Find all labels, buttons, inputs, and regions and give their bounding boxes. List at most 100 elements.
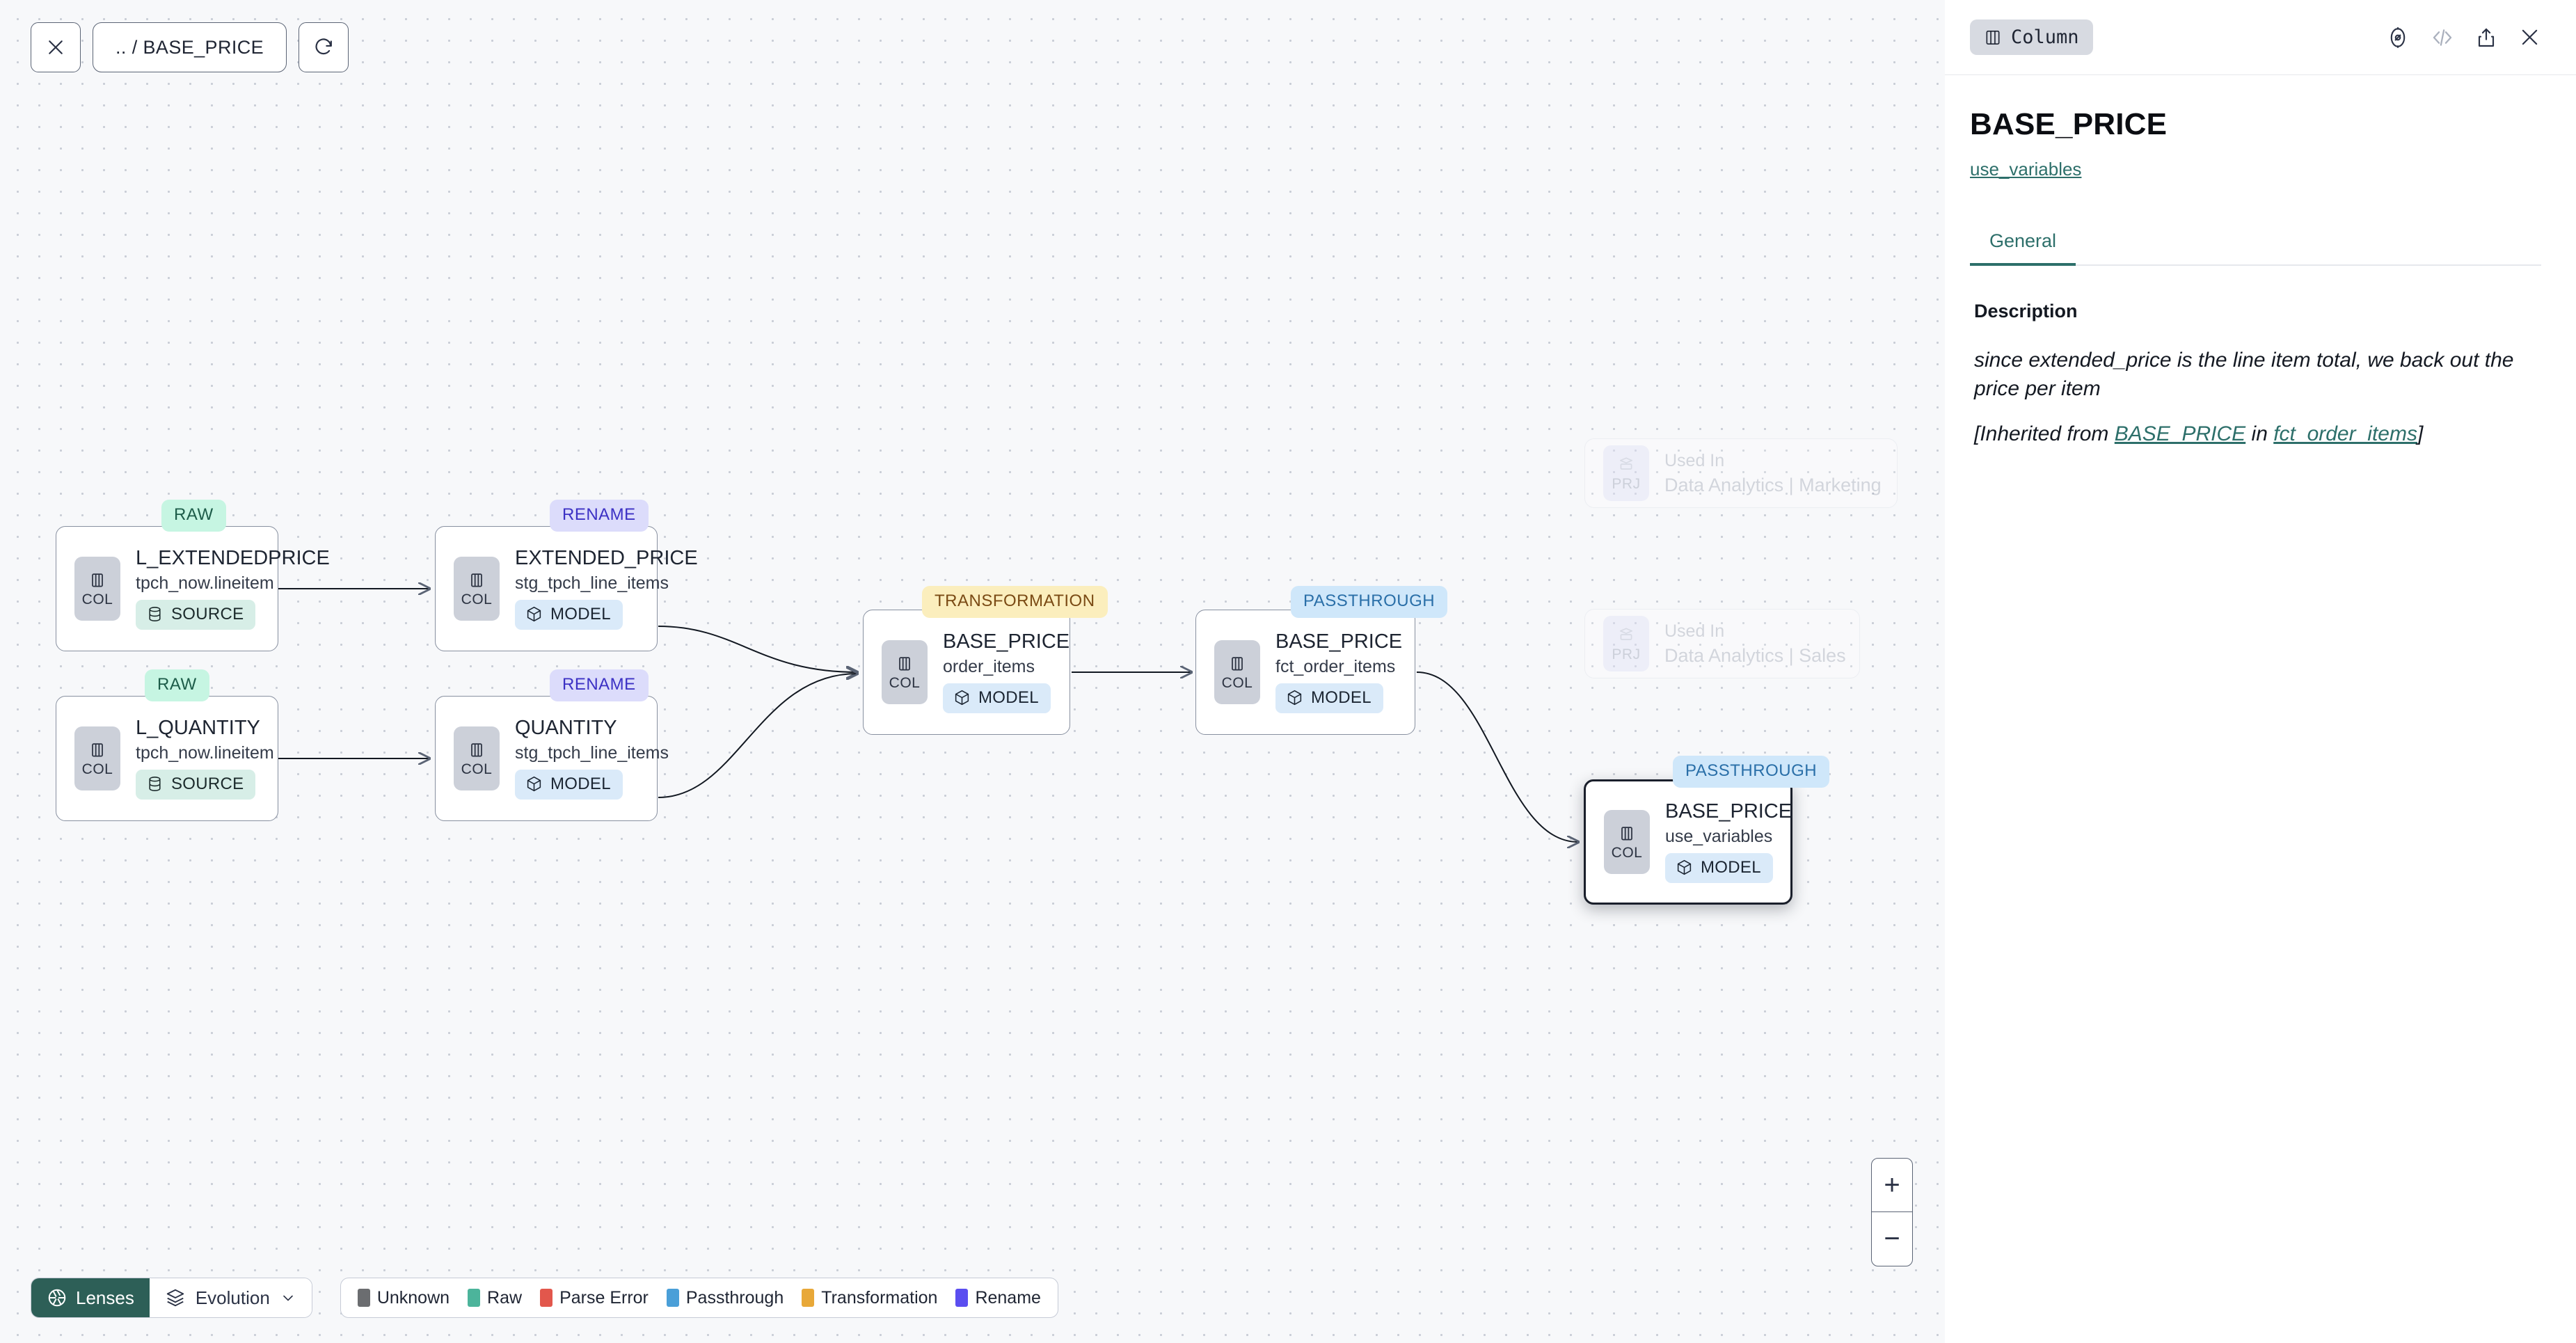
legend-swatch [468,1289,481,1307]
cube-icon [527,607,541,622]
refresh-icon[interactable] [299,22,349,72]
legend-item[interactable]: Parse Error [540,1288,649,1308]
panel-header-actions [2386,26,2541,49]
close-icon[interactable] [2518,26,2541,49]
details-panel: Column [1945,0,2576,1343]
used-in-project-name: Data Analytics | Marketing [1664,474,1882,495]
used-in-project-name: Data Analytics | Sales [1664,644,1846,666]
description-text: since extended_price is the line item to… [1974,348,2514,400]
edge-n4-n5 [658,674,857,798]
panel-header: Column [1945,0,2576,75]
node-kind-badge: PASSTHROUGH [1291,586,1448,618]
column-icon-box: COL [454,557,500,621]
node-title: L_EXTENDEDPRICE [136,547,330,570]
legend-item[interactable]: Passthrough [666,1287,784,1308]
inherited-mid: in [2245,422,2274,446]
breadcrumb[interactable]: .. / BASE_PRICE [93,22,287,72]
legend-swatch [802,1289,815,1307]
node-type-chip-label: MODEL [550,774,611,793]
lenses-group: Lenses Evolution [31,1278,312,1318]
column-icon-box: COL [1214,640,1260,704]
code-icon[interactable] [2431,26,2454,49]
node-subtitle: use_variables [1665,826,1773,846]
used-in-node[interactable]: PRJ Used In Data Analytics | Marketing [1584,438,1898,508]
column-icon [471,573,482,587]
node-title: EXTENDED_PRICE [515,547,698,570]
node-subtitle: tpch_now.lineitem [136,573,274,593]
legend-item[interactable]: Raw [468,1288,522,1308]
column-icon-box: COL [74,726,120,790]
compass-icon[interactable] [2386,26,2410,49]
close-icon[interactable] [31,22,81,72]
project-icon-label: PRJ [1612,475,1641,492]
legend-item[interactable]: Unknown [357,1288,450,1308]
project-icon [1619,627,1633,640]
legend-label: Rename [975,1287,1041,1308]
node-type-chip: MODEL [515,769,623,800]
description-label: Description [1974,300,2078,321]
used-in-node[interactable]: PRJ Used In Data Analytics | Sales [1584,609,1860,678]
legend-swatch [357,1289,370,1307]
node-type-chip-label: MODEL [1701,857,1761,877]
node-type-chip-label: MODEL [550,604,611,623]
zoom-out-button[interactable]: − [1884,1223,1900,1254]
edge-n6-n7 [1416,672,1578,842]
node-type-chip: MODEL [1665,852,1773,883]
column-icon [899,656,910,670]
share-icon[interactable] [2475,26,2497,49]
lineage-canvas[interactable]: .. / BASE_PRICE PRJ Used In Data Analytics… [0,0,1945,1343]
zoom-in-button[interactable]: + [1872,1159,1912,1212]
node-kind-badge: RENAME [550,500,649,532]
legend-label: Raw [487,1287,523,1308]
column-icon-box: COL [1604,810,1650,874]
project-icon-box: PRJ [1603,445,1649,501]
evolution-dropdown[interactable]: Evolution [149,1278,312,1317]
column-icon-label: COL [1611,844,1643,861]
node-type-chip-label: MODEL [978,688,1039,707]
legend-label: Parse Error [559,1287,649,1308]
inherited-model-link[interactable]: fct_order_items [2273,422,2417,446]
inherited-column-link[interactable]: BASE_PRICE [2114,422,2246,446]
cube-icon [527,777,541,792]
node-type-chip: MODEL [943,683,1051,713]
column-icon [92,573,103,587]
panel-body: BASE_PRICE use_variables General [1945,75,2576,266]
parent-model-link[interactable]: use_variables [1970,159,2082,180]
column-icon-label: COL [461,591,493,607]
column-icon-box: COL [454,726,500,790]
database-icon [149,777,161,792]
lenses-button[interactable]: Lenses [31,1278,150,1317]
legend-label: Passthrough [685,1287,784,1308]
canvas-toolbar: .. / BASE_PRICE [31,22,349,72]
legend-item[interactable]: Transformation [802,1288,937,1308]
used-in-label: Used In [1664,621,1725,641]
used-in-label: Used In [1664,450,1725,470]
node-title: BASE_PRICE [943,630,1070,653]
node-type-chip-label: SOURCE [171,774,244,793]
bottom-toolbar: Lenses Evolution Unknown Raw Parse Error Pa… [31,1278,1058,1318]
node-kind-badge: RAW [145,669,209,701]
edge-n3-n5 [658,626,857,672]
node-type-chip: MODEL [515,599,623,630]
tab-general[interactable]: General [1970,230,2076,266]
column-icon-label: COL [1221,674,1253,691]
column-icon-box: COL [882,640,928,704]
status-badge: Column [1970,19,2093,55]
inherited-prefix: [Inherited from [1974,422,2115,446]
zoom-controls: + − [1871,1158,1913,1266]
project-icon-box: PRJ [1603,616,1649,672]
legend-item[interactable]: Rename [955,1288,1041,1308]
node-subtitle: tpch_now.lineitem [136,742,274,763]
column-icon [1986,30,2000,45]
status-legend: Unknown Raw Parse Error Passthrough Transfor… [340,1278,1058,1318]
legend-swatch [666,1289,679,1307]
layers-icon [166,1289,184,1307]
node-kind-badge: RENAME [550,669,649,701]
